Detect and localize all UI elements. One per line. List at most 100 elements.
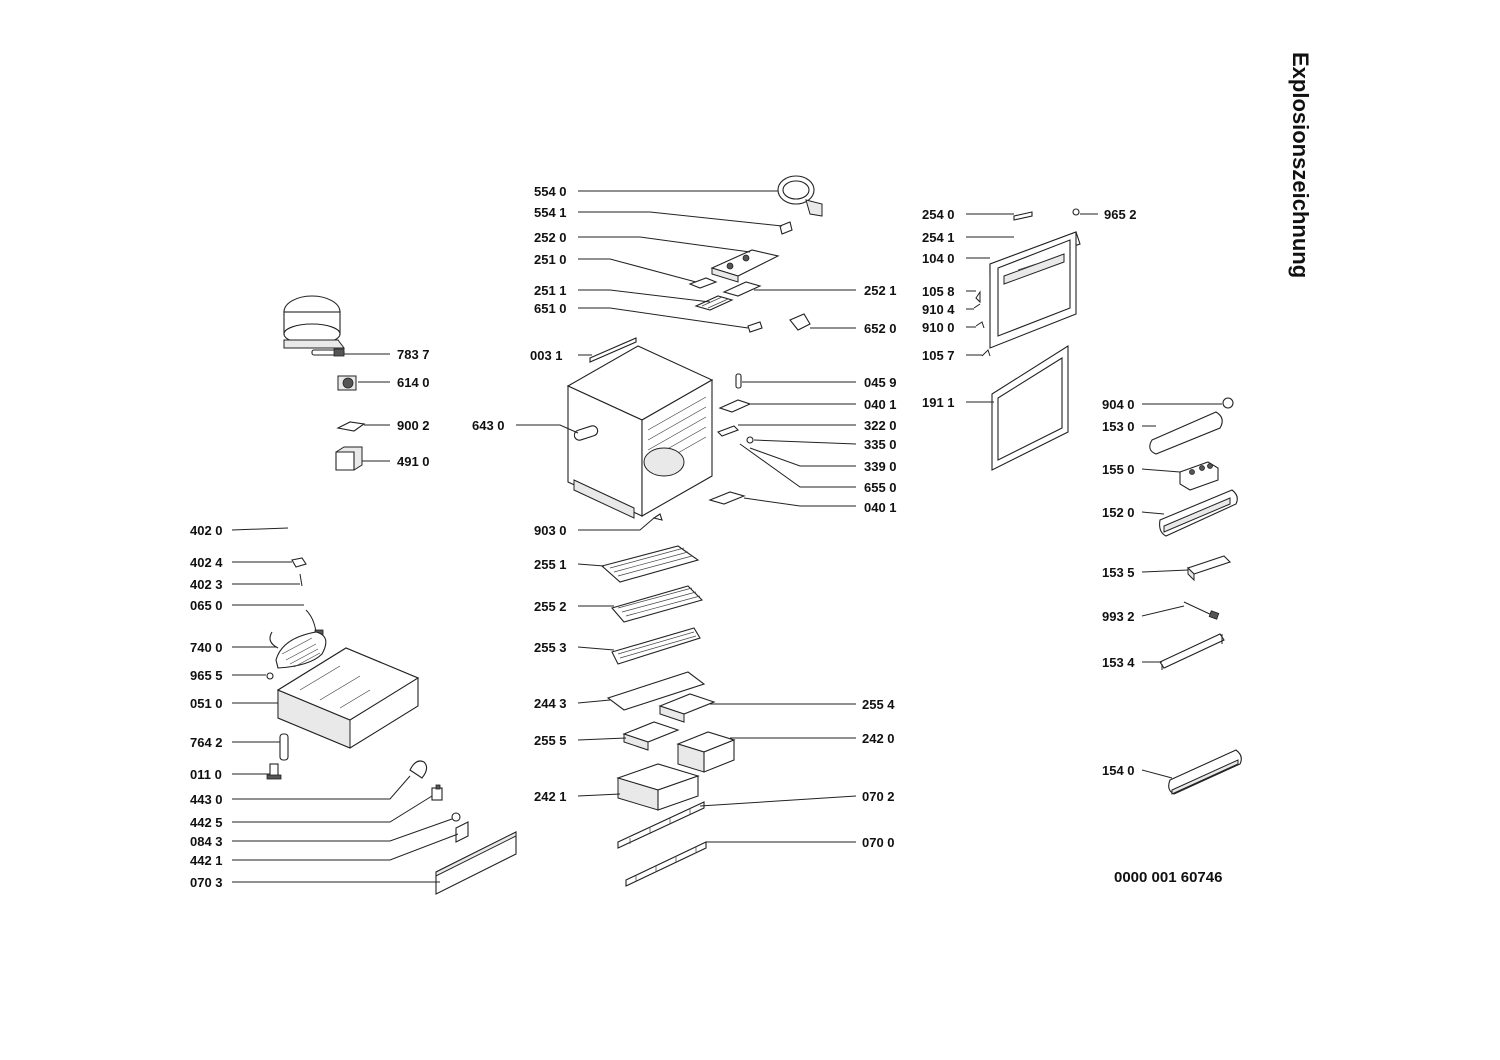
label-242-1: 242 1	[534, 789, 567, 804]
label-442-5: 442 5	[190, 815, 223, 830]
label-910-4: 910 4	[922, 302, 955, 317]
pin-part	[299, 573, 303, 587]
bottle-shelf-154-0	[1168, 749, 1242, 795]
label-402-3: 402 3	[190, 577, 223, 592]
shelf-152-0	[1159, 489, 1238, 537]
label-651-0: 651 0	[534, 301, 567, 316]
nut-part	[451, 812, 461, 822]
filter-part	[279, 733, 289, 761]
label-652-0: 652 0	[864, 321, 897, 336]
label-402-4: 402 4	[190, 555, 223, 570]
grille-part	[694, 295, 734, 311]
label-740-0: 740 0	[190, 640, 223, 655]
door-parts-group: 904 0 153 0 155 0 152 0 153 5 993 2 153 …	[1102, 397, 1242, 795]
switch-part	[722, 281, 762, 297]
rail-153-4	[1159, 633, 1225, 670]
label-910-0: 910 0	[922, 320, 955, 335]
part-910-0	[975, 321, 985, 329]
label-554-0: 554 0	[534, 184, 567, 199]
label-252-0: 252 0	[534, 230, 567, 245]
relay-part	[337, 375, 357, 391]
thermometer-993-2	[1183, 601, 1220, 620]
gasket-191-1	[991, 345, 1069, 471]
pin-105-8	[975, 290, 981, 304]
shelf-255-1	[600, 545, 700, 583]
label-402-0: 402 0	[190, 523, 223, 538]
grommet-part	[291, 557, 307, 568]
label-643-0: 643 0	[472, 418, 505, 433]
label-254-0: 254 0	[922, 207, 955, 222]
label-255-1: 255 1	[534, 557, 567, 572]
label-322-0: 322 0	[864, 418, 897, 433]
clip-554-1	[779, 221, 793, 235]
label-443-0: 443 0	[190, 792, 223, 807]
label-335-0: 335 0	[864, 437, 897, 452]
rail-070-0	[625, 841, 707, 887]
cabinet-part	[566, 345, 714, 519]
label-764-2: 764 2	[190, 735, 223, 750]
compressor-part	[283, 295, 345, 349]
fan-ring-part	[777, 175, 823, 217]
label-045-9: 045 9	[864, 375, 897, 390]
label-491-0: 491 0	[397, 454, 430, 469]
lamp-cover-part	[688, 277, 718, 289]
tray-255-5	[622, 721, 680, 751]
label-244-3: 244 3	[534, 696, 567, 711]
screw-part	[266, 763, 282, 780]
label-442-1: 442 1	[190, 853, 223, 868]
label-153-4: 153 4	[1102, 655, 1135, 670]
sensor-part	[311, 348, 345, 357]
door-group: 254 0 254 1 104 0 105 8 910 4 910 0 105 …	[922, 207, 1137, 471]
label-105-7: 105 7	[922, 348, 955, 363]
label-070-0: 070 0	[862, 835, 895, 850]
plug-part	[266, 672, 274, 680]
screw-965-2	[1072, 208, 1080, 216]
label-255-3: 255 3	[534, 640, 567, 655]
clip-part	[336, 421, 366, 432]
egg-tray-155-0	[1179, 461, 1219, 491]
label-070-2: 070 2	[862, 789, 895, 804]
seal-strip-part	[589, 337, 637, 363]
left-group: 783 7 614 0 900 2 491 0 402 0 402 4 402 …	[190, 295, 517, 895]
label-252-1: 252 1	[864, 283, 897, 298]
label-339-0: 339 0	[864, 459, 897, 474]
light-housing-part	[710, 249, 780, 283]
hinge-652	[789, 313, 811, 331]
label-153-0: 153 0	[1102, 419, 1135, 434]
label-040-1-a: 040 1	[864, 397, 897, 412]
label-065-0: 065 0	[190, 598, 223, 613]
label-993-2: 993 2	[1102, 609, 1135, 624]
cover-part	[335, 446, 363, 471]
hinge-040-1a	[718, 399, 752, 413]
label-903-0: 903 0	[534, 523, 567, 538]
label-251-1: 251 1	[534, 283, 567, 298]
tray-255-4	[658, 693, 716, 723]
lamp-part	[747, 321, 763, 333]
butter-cover-153-0	[1149, 411, 1223, 455]
washer-335-0	[746, 436, 754, 444]
shelf-255-2	[611, 585, 704, 623]
label-051-0: 051 0	[190, 696, 223, 711]
condenser-part	[269, 631, 327, 669]
foot-903-0	[652, 513, 663, 521]
label-904-0: 904 0	[1102, 397, 1135, 412]
pin-045-9	[735, 373, 742, 389]
center-group: 554 0 554 1 252 0 251 0 251 1 651 0 003 …	[472, 175, 897, 887]
kick-plate-part	[435, 831, 517, 895]
part-910-4	[973, 303, 981, 309]
drawing-number: 0000 001 60746	[1114, 869, 1222, 886]
label-011-0: 011 0	[190, 767, 222, 782]
drawer-242-1	[616, 763, 700, 811]
handle-254-0	[1013, 211, 1033, 221]
screw-322-0	[717, 425, 739, 437]
pin-105-7	[981, 349, 991, 357]
label-783-7: 783 7	[397, 347, 430, 362]
thermostat-part	[431, 784, 443, 801]
label-105-8: 105 8	[922, 284, 955, 299]
label-965-2: 965 2	[1104, 207, 1137, 222]
label-152-0: 152 0	[1102, 505, 1135, 520]
label-254-1: 254 1	[922, 230, 955, 245]
knob-part	[409, 760, 428, 779]
label-965-5: 965 5	[190, 668, 223, 683]
